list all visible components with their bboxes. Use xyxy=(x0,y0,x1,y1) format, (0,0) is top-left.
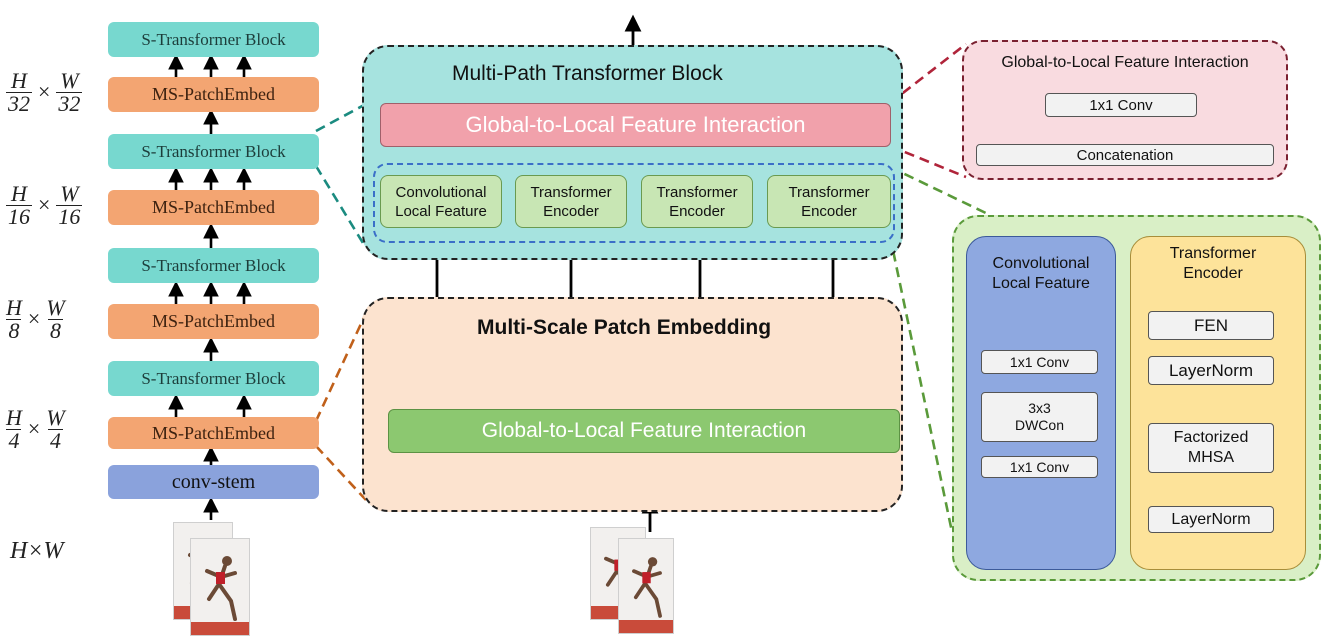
runner-image-icon xyxy=(618,538,674,634)
s-transformer-block-label: S-Transformer Block xyxy=(141,29,286,49)
ms-patchembed-label: MS-PatchEmbed xyxy=(152,197,275,217)
ms-patchembed-label: MS-PatchEmbed xyxy=(152,84,275,104)
s-transformer-block-1: S-Transformer Block xyxy=(108,361,319,396)
ms-patchembed-1: MS-PatchEmbed xyxy=(108,417,319,449)
conv-stem-label: conv-stem xyxy=(171,470,256,493)
enc-layernorm-bottom: LayerNorm xyxy=(1148,506,1274,533)
s-transformer-block-3: S-Transformer Block xyxy=(108,134,319,169)
gl-conv-box: 1x1 Conv xyxy=(1045,93,1197,117)
input-size-label: H×W xyxy=(10,538,64,564)
multi-scale-title: Multi-Scale Patch Embedding xyxy=(477,316,772,339)
s-transformer-block-label: S-Transformer Block xyxy=(141,368,286,388)
conv-bottom-1x1: 1x1 Conv xyxy=(981,456,1098,478)
multi-path-title: Multi-Path Transformer Block xyxy=(452,62,723,85)
s-transformer-block-4: S-Transformer Block xyxy=(108,22,319,57)
ms-interaction-bar: Global-to-Local Feature Interaction xyxy=(388,409,900,453)
s-transformer-block-label: S-Transformer Block xyxy=(141,255,286,275)
left-stack-arrows xyxy=(168,53,252,520)
runner-figure xyxy=(632,557,662,618)
zoom-links xyxy=(314,42,991,533)
runner-image-icon xyxy=(190,538,250,636)
s-transformer-block-2: S-Transformer Block xyxy=(108,248,319,283)
ms-patchembed-3: MS-PatchEmbed xyxy=(108,190,319,225)
ms-patchembed-4: MS-PatchEmbed xyxy=(108,77,319,112)
ms-patchembed-2: MS-PatchEmbed xyxy=(108,304,319,339)
conv-stem: conv-stem xyxy=(108,465,319,499)
gl-detail-title: Global-to-Local Feature Interaction xyxy=(1001,54,1249,71)
gl-concat-box: Concatenation xyxy=(976,144,1274,166)
ms-interaction-label: Global-to-Local Feature Interaction xyxy=(481,419,807,442)
enc-layernorm-top: LayerNorm xyxy=(1148,356,1274,385)
enc-fen-box: FEN xyxy=(1148,311,1274,340)
s-transformer-block-label: S-Transformer Block xyxy=(141,141,286,161)
mp-interaction-label: Global-to-Local Feature Interaction xyxy=(465,112,806,137)
ms-patchembed-label: MS-PatchEmbed xyxy=(152,422,275,443)
mp-interaction-bar: Global-to-Local Feature Interaction xyxy=(380,103,891,147)
runner-figure xyxy=(205,556,237,621)
conv-top-1x1: 1x1 Conv xyxy=(981,350,1098,374)
ms-patchembed-label: MS-PatchEmbed xyxy=(152,311,275,331)
multi-scale-patch-embedding-panel xyxy=(362,297,903,512)
paths-group xyxy=(373,163,895,243)
